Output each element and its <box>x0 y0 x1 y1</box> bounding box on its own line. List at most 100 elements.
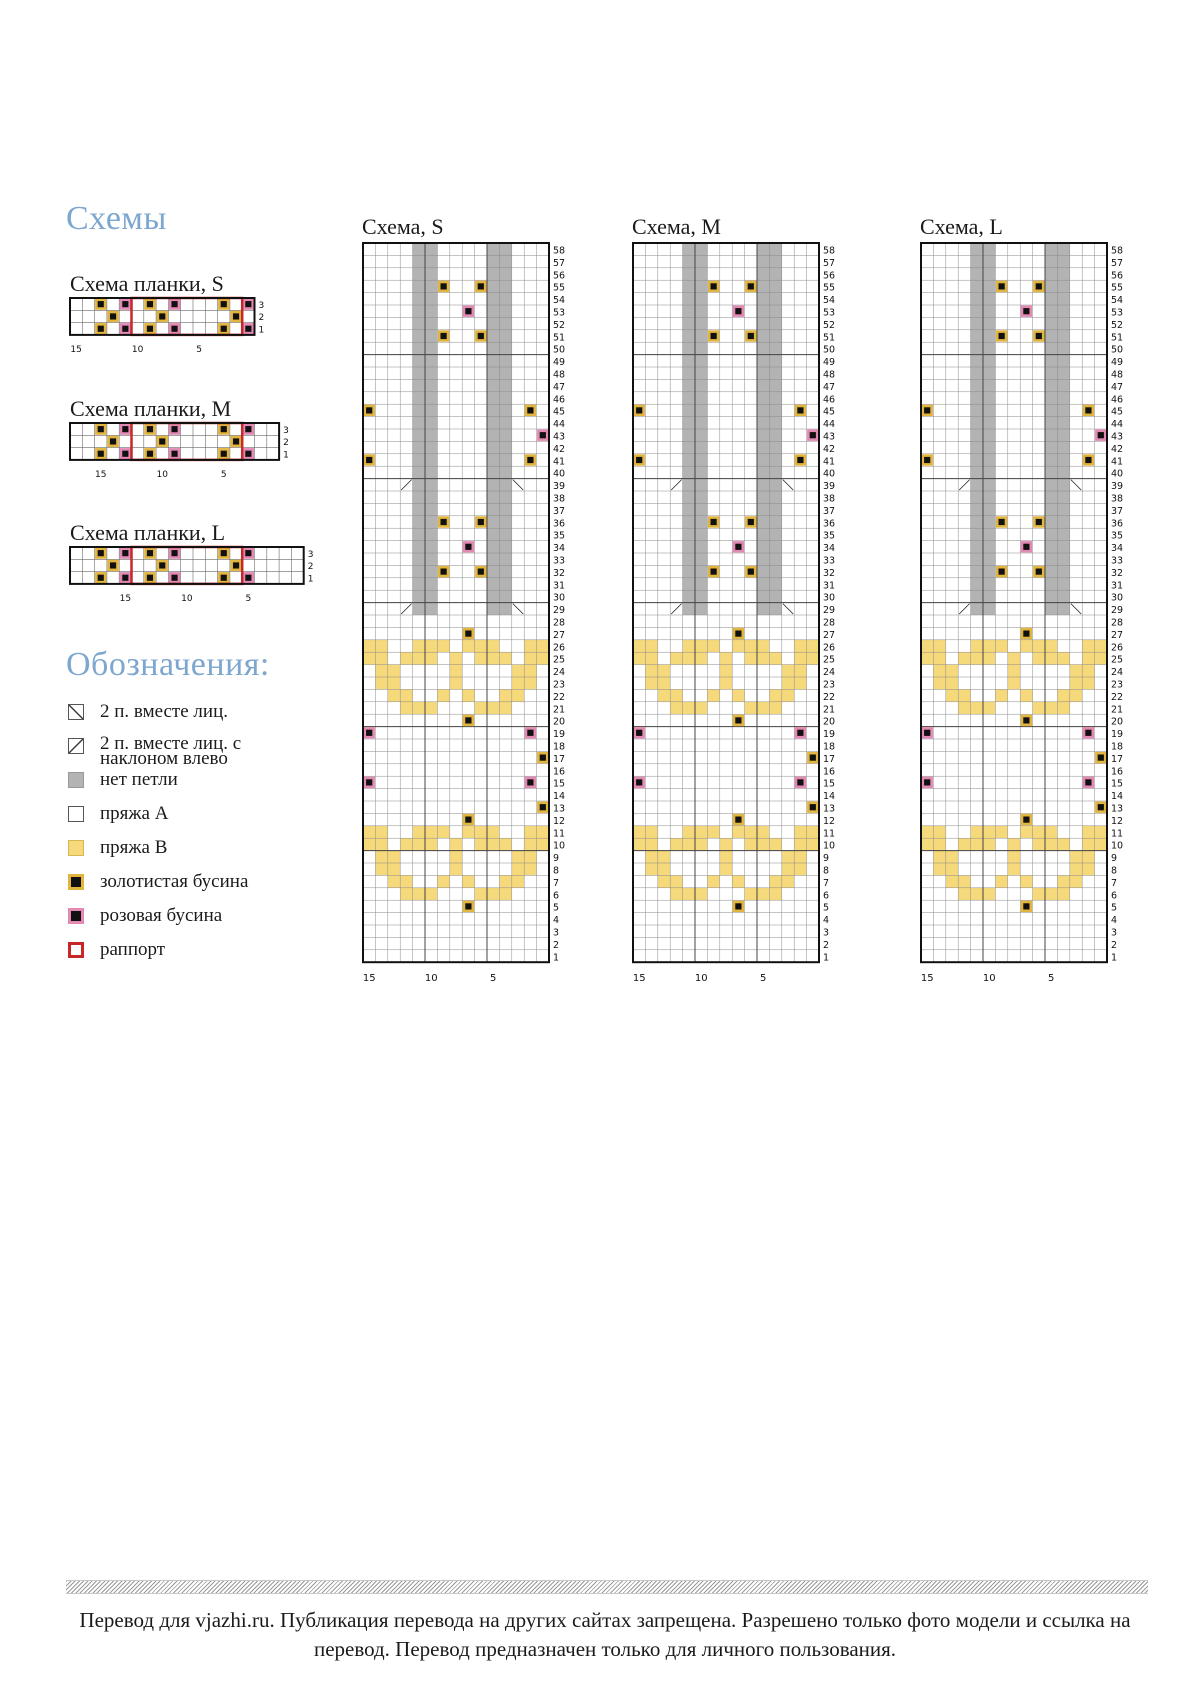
bead-core <box>735 903 742 910</box>
col-label: 10 <box>181 594 193 604</box>
row-label: 20 <box>823 717 835 728</box>
row-label: 2 <box>259 313 265 323</box>
row-label: 1 <box>823 952 829 963</box>
yarn-b-cell <box>462 689 475 702</box>
yarn-b-cell <box>536 639 549 653</box>
row-label: 36 <box>553 518 565 529</box>
row-label: 14 <box>1111 791 1123 802</box>
yarn-b-cell <box>732 639 745 653</box>
row-label: 17 <box>1111 754 1123 765</box>
yarn-b-cell <box>645 652 658 665</box>
row-label: 9 <box>1111 853 1117 864</box>
strip-title-l: Схема планки, L <box>70 520 226 545</box>
bead-core <box>245 574 252 581</box>
yarn-b-cell <box>524 863 537 876</box>
row-label: 18 <box>553 742 565 753</box>
yarn-b-cell <box>695 701 708 715</box>
legend-text-repeat: раппорт <box>100 939 166 960</box>
yarn-b-cell <box>1057 689 1070 702</box>
bead-core <box>710 332 717 340</box>
yarn-b-cell <box>387 863 401 876</box>
yarn-b-cell <box>449 850 463 863</box>
yarn-b-cell <box>983 701 996 715</box>
yarn-b-cell <box>474 639 487 653</box>
row-label: 35 <box>1111 531 1123 542</box>
bead-core <box>465 630 472 637</box>
yarn-b-cell <box>657 850 671 863</box>
row-label: 6 <box>553 890 559 901</box>
bead-core <box>477 568 484 575</box>
yarn-b-cell <box>487 825 500 839</box>
row-label: 2 <box>553 940 559 951</box>
legend-list: 2 п. вместе лиц. 2 п. вместе лиц. с накл… <box>68 702 280 974</box>
bead-core <box>710 283 717 290</box>
bead-core <box>636 407 643 414</box>
row-label: 29 <box>553 605 565 616</box>
yarn-b-cell <box>781 863 795 876</box>
bead-core <box>440 568 447 575</box>
bead-core <box>220 426 227 433</box>
row-label: 53 <box>553 308 565 319</box>
row-label: 51 <box>553 332 565 343</box>
yarn-b-cell <box>400 875 413 888</box>
yarn-b-cell <box>633 639 646 653</box>
row-label: 44 <box>1111 419 1123 430</box>
bead-core <box>220 325 227 332</box>
row-label: 19 <box>553 729 565 740</box>
row-label: 17 <box>553 754 565 765</box>
row-label: 28 <box>823 618 835 629</box>
bead-core <box>1085 407 1092 414</box>
row-label: 58 <box>823 246 835 257</box>
strip-frame <box>69 422 281 461</box>
yarn-b-cell <box>781 850 795 863</box>
yarn-b-cell <box>1045 652 1058 665</box>
yarn-b-cell <box>474 825 487 839</box>
schemes-title: Схемы <box>66 200 167 237</box>
legend-text-no-stitch: нет петли <box>100 769 178 790</box>
legend-text-pink-bead: розовая бусина <box>100 905 223 926</box>
bead-core <box>171 450 178 457</box>
bead-core <box>245 450 252 457</box>
row-label: 51 <box>1111 332 1123 343</box>
bead-core <box>122 450 129 457</box>
bead-core <box>440 283 447 290</box>
row-label: 3 <box>259 301 265 311</box>
yarn-b-cell <box>670 875 683 888</box>
bead-core <box>122 325 129 332</box>
yarn-b-cell <box>1007 664 1021 677</box>
legend-text-ssk: 2 п. вместе лиц. с наклоном влево <box>100 733 242 769</box>
yarn-b-cell <box>983 887 996 901</box>
legend-text-gold-bead: золотистая бусина <box>100 871 249 892</box>
yarn-b-cell <box>794 863 807 876</box>
yarn-b-cell <box>1069 863 1083 876</box>
yarn-b-cell <box>744 887 757 901</box>
row-label: 39 <box>823 481 835 492</box>
yarn-b-cell <box>449 838 463 851</box>
row-label: 2 <box>1111 940 1117 951</box>
bead-core <box>232 313 240 320</box>
yarn-b-cell <box>375 838 388 851</box>
row-label: 4 <box>823 915 829 926</box>
yarn-b-cell <box>945 689 959 702</box>
yarn-b-cell <box>1057 875 1070 888</box>
row-label: 10 <box>553 841 565 852</box>
yarn-b-cell <box>437 639 450 653</box>
yarn-b-cell <box>695 825 708 839</box>
bead-core <box>1035 518 1042 526</box>
yarn-b-cell <box>363 838 376 851</box>
yarn-b-cell <box>732 689 745 702</box>
row-label: 46 <box>553 394 565 405</box>
yarn-b-cell <box>921 838 934 851</box>
col-label: 5 <box>221 470 227 480</box>
col-label: 10 <box>425 973 438 984</box>
row-label: 29 <box>823 605 835 616</box>
yarn-b-cell <box>744 838 757 851</box>
yarn-b-cell <box>707 689 720 702</box>
yarn-b-cell <box>933 639 946 653</box>
yarn-b-cell <box>970 838 983 851</box>
row-label: 50 <box>823 345 835 356</box>
yarn-b-cell <box>437 875 450 888</box>
yarn-b-cell <box>1032 701 1045 715</box>
yarn-b-cell <box>645 639 658 653</box>
yarn-b-cell <box>1007 850 1021 863</box>
